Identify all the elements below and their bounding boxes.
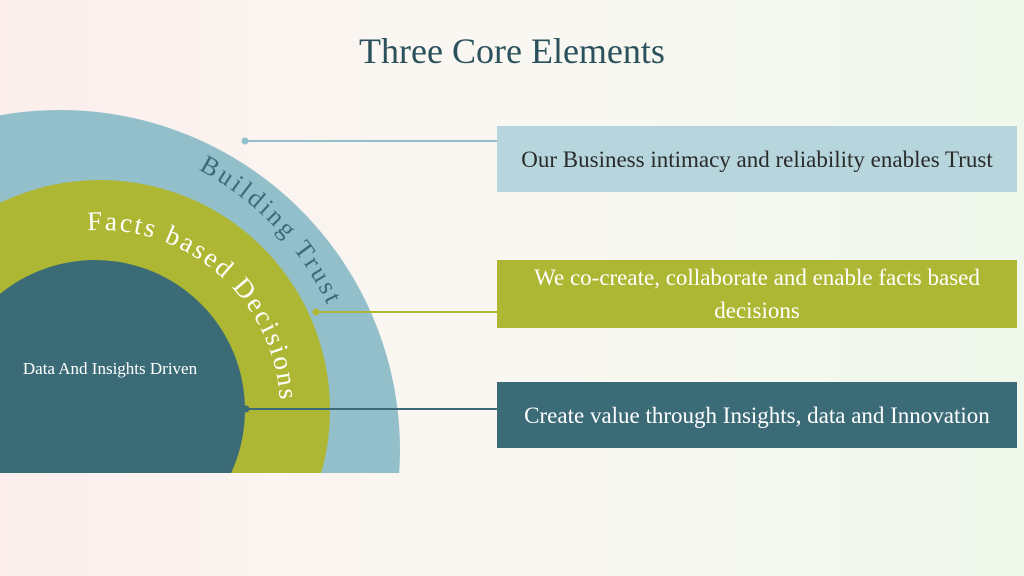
slide-title: Three Core Elements: [359, 31, 665, 71]
inner-circle-label: Data And Insights Driven: [22, 359, 198, 378]
trust-description: Our Business intimacy and reliability en…: [521, 146, 993, 172]
insights-description-box: Create value through Insights, data and …: [497, 382, 1017, 448]
connector-dot-1: [241, 137, 249, 145]
insights-description: Create value through Insights, data and …: [524, 402, 990, 428]
connector-dot-3: [242, 405, 250, 413]
inner-circle-data-insights: [0, 260, 245, 473]
decisions-description-box: We co-create, collaborate and enable fac…: [497, 260, 1017, 328]
trust-description-box: Our Business intimacy and reliability en…: [497, 126, 1017, 192]
connector-dot-2: [312, 308, 320, 316]
decisions-description: We co-create, collaborate and enable fac…: [534, 265, 980, 323]
